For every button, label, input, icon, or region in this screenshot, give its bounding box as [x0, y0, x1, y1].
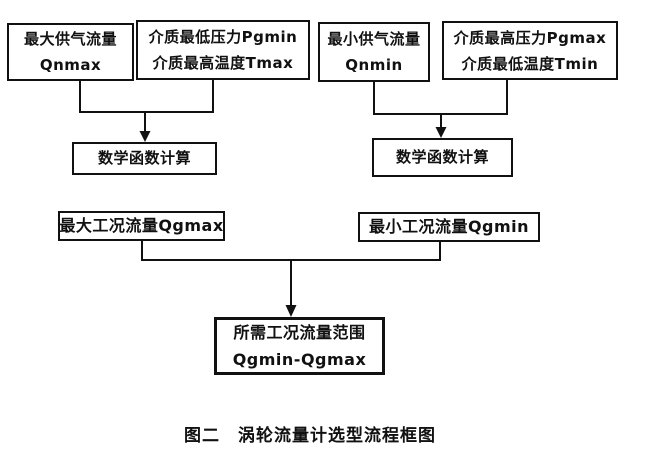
node-pgmax-tmin: 介质最高压力Pgmax 介质最低温度Tmin: [442, 21, 618, 80]
figure-caption: 图二 涡轮流量计选型流程框图: [184, 426, 436, 446]
node-pgmax-tmin-line1: 介质最高压力Pgmax: [453, 28, 607, 47]
node-qgmin-label: 最小工况流量Qgmin: [368, 217, 530, 236]
node-pgmin-tmax-line2: 介质最高温度Tmax: [152, 54, 294, 72]
arrowhead-right-calc: [435, 127, 447, 138]
node-calc-left: 数学函数计算: [72, 142, 217, 175]
node-result-range: 所需工况流量范围 Qgmin-Qgmax: [214, 317, 385, 375]
connector-left-group: [79, 79, 214, 133]
node-pgmax-tmin-line2: 介质最低温度Tmin: [461, 54, 599, 73]
node-qnmax-line1: 最大供气流量: [23, 30, 117, 48]
connector-merge-group: [141, 240, 441, 307]
arrowhead-result: [285, 305, 297, 317]
node-qgmax: 最大工况流量Qgmax: [58, 211, 225, 241]
node-pgmin-tmax-line1: 介质最低压力Pgmin: [148, 28, 298, 46]
node-calc-left-label: 数学函数计算: [97, 149, 191, 167]
node-qnmin: 最小供气流量 Qnmin: [318, 22, 430, 82]
node-qgmin: 最小工况流量Qgmin: [358, 212, 540, 242]
connector-right-group: [373, 79, 508, 129]
node-calc-right-label: 数学函数计算: [395, 148, 489, 166]
node-pgmin-tmax: 介质最低压力Pgmin 介质最高温度Tmax: [136, 20, 310, 80]
node-result-line2: Qgmin-Qgmax: [232, 350, 367, 369]
node-qgmax-label: 最大工况流量Qgmax: [59, 216, 224, 235]
node-result-line1: 所需工况流量范围: [233, 323, 366, 342]
node-qnmax-line2: Qnmax: [39, 56, 102, 74]
node-calc-right: 数学函数计算: [372, 138, 513, 177]
arrowhead-left-calc: [139, 131, 151, 142]
node-qnmin-line1: 最小供气流量: [327, 30, 421, 48]
node-qnmin-line2: Qnmin: [345, 56, 403, 74]
node-qnmax: 最大供气流量 Qnmax: [7, 23, 134, 81]
